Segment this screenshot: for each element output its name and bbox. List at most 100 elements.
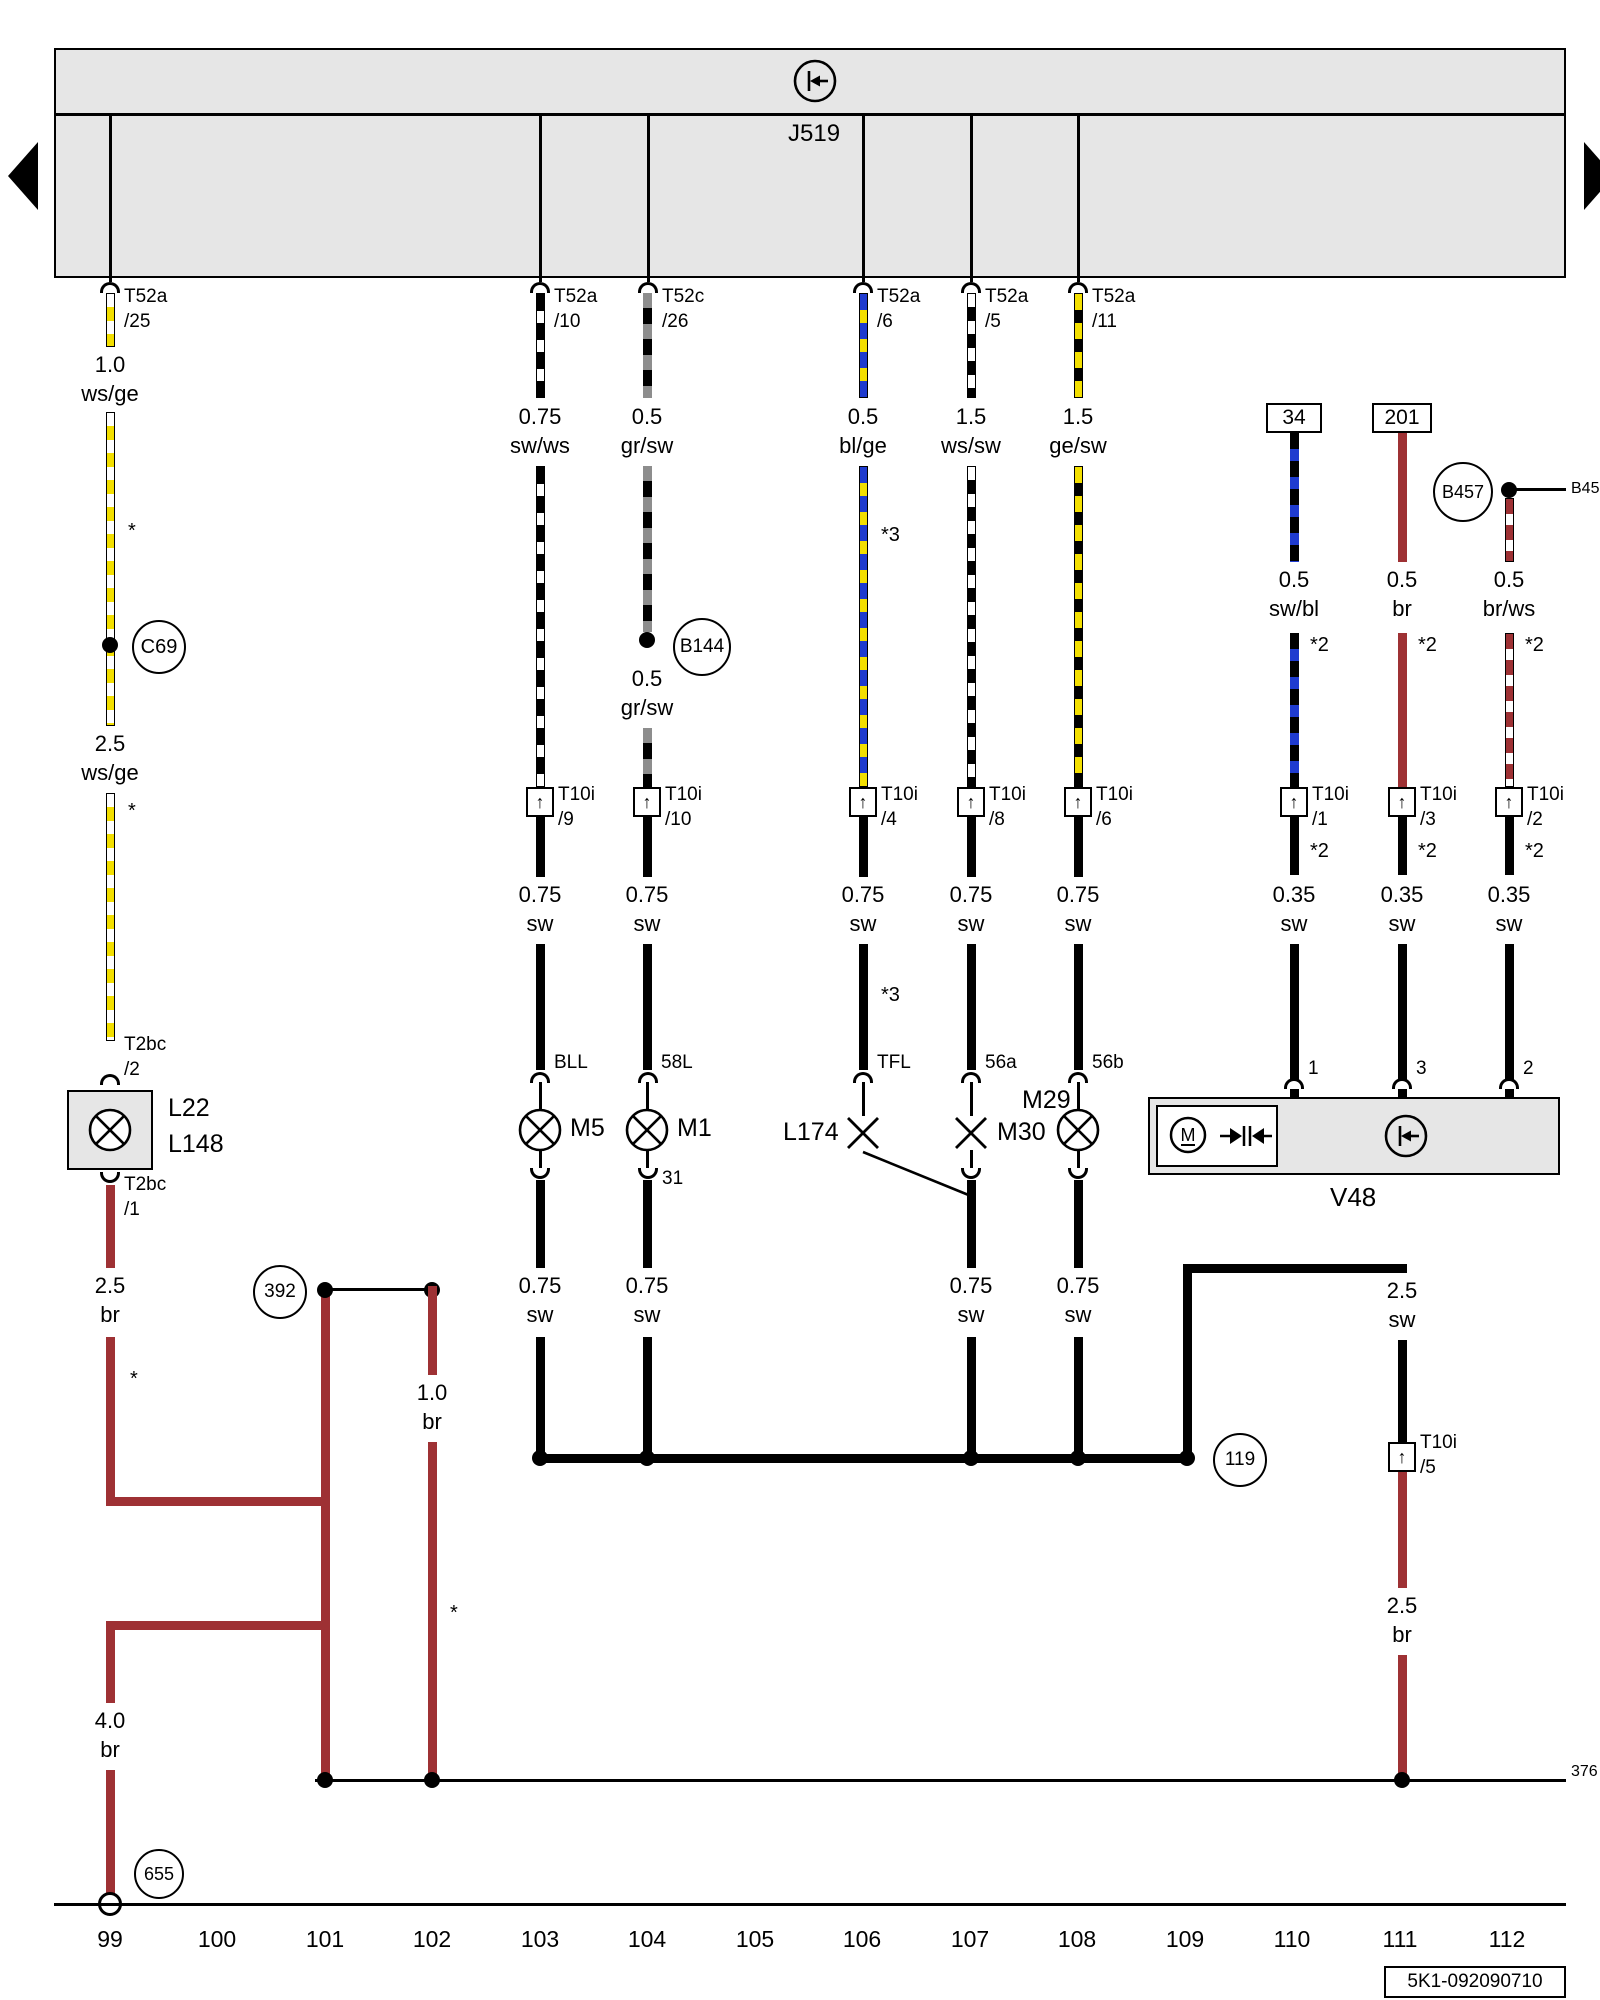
wire <box>1398 433 1407 562</box>
pin-label: 56b <box>1092 1052 1124 1073</box>
wire-gauge: 1.5 <box>955 404 987 429</box>
wire-label: 1.5 ge/sw <box>1018 402 1138 460</box>
wire-color: sw <box>1064 911 1092 936</box>
component-label: M29 <box>1022 1086 1071 1114</box>
terminal-pin: /25 <box>124 311 151 332</box>
wire-gauge: 0.5 <box>1493 567 1525 592</box>
wire-color: sw <box>1388 1307 1416 1332</box>
wire <box>1505 498 1514 562</box>
wire <box>643 1337 652 1458</box>
connector-pin: /1 <box>1312 809 1328 830</box>
wire-gauge: 0.75 <box>518 882 562 907</box>
footnote-star: * <box>130 1368 138 1390</box>
pin-label: 56a <box>985 1052 1017 1073</box>
grid-number: 105 <box>735 1926 775 1952</box>
wire-color: ge/sw <box>1049 433 1107 458</box>
wire-color: ws/ge <box>81 381 139 406</box>
wire-color: sw <box>957 1302 985 1327</box>
motor-icon: M <box>1169 1116 1207 1154</box>
wire <box>1074 944 1083 1070</box>
component-label: L174 <box>783 1118 839 1146</box>
wire-label: 0.75 sw/ws <box>480 402 600 460</box>
footnote-star: * <box>450 1602 458 1624</box>
wire-label: 0.5 br/ws <box>1449 565 1569 623</box>
wire <box>539 1082 542 1109</box>
terminal-pin: /11 <box>1092 311 1118 332</box>
connector-socket <box>1284 1078 1304 1089</box>
terminal-label: T52a /25 <box>124 284 167 334</box>
pin-label: 3 <box>1416 1058 1427 1079</box>
bulb-icon <box>1056 1108 1100 1152</box>
connector-label: T10i /1 <box>1312 782 1349 832</box>
wire <box>1505 817 1514 875</box>
wire-label: 0.35 sw <box>1449 880 1569 938</box>
connector-pin: /4 <box>881 809 897 830</box>
wire-color: sw <box>526 1302 554 1327</box>
junction-dot <box>1501 482 1517 498</box>
wire <box>106 1337 115 1506</box>
wire <box>106 412 115 726</box>
connector-socket <box>1392 1078 1412 1089</box>
terminal-name: T52a <box>985 286 1029 307</box>
wire <box>643 1180 652 1268</box>
wire-color: sw <box>849 911 877 936</box>
junction-dot <box>102 637 118 653</box>
connector-socket <box>961 282 981 293</box>
wire-color: ws/ge <box>81 760 139 785</box>
band-divider-line <box>54 113 1566 116</box>
grid-number: 102 <box>412 1926 452 1952</box>
pin-label: 1 <box>1308 1058 1319 1079</box>
connector-label: T10i /9 <box>558 782 595 832</box>
footnote-star: *2 <box>1525 840 1544 862</box>
wire-label: 0.75 sw <box>587 1271 707 1329</box>
connector-pin: /10 <box>665 809 692 830</box>
connector-name: T10i <box>1096 784 1133 805</box>
footnote-star: * <box>128 800 136 822</box>
footnote-star: *3 <box>881 524 900 546</box>
wire <box>859 944 868 1070</box>
wire-label: 1.0 ws/ge <box>50 350 170 408</box>
wire-color: sw <box>1495 911 1523 936</box>
wire-label: 0.5 br <box>1342 565 1462 623</box>
bulb-icon <box>518 1108 562 1152</box>
connector-arrow-icon: ↑ <box>1504 791 1514 812</box>
wire <box>106 1630 115 1703</box>
pin-label: TFL <box>877 1052 911 1073</box>
grid-number: 109 <box>1165 1926 1205 1952</box>
wire-label: 0.5 gr/sw <box>587 664 707 722</box>
wire <box>1183 1264 1407 1273</box>
connector-t10i: ↑ <box>1388 1442 1416 1472</box>
page-continuation-right-icon <box>1584 142 1600 210</box>
component-label: M5 <box>570 1114 605 1142</box>
wire-gauge: 0.35 <box>1272 882 1316 907</box>
wire-label: 4.0 br <box>50 1706 170 1764</box>
connector-socket <box>100 1074 120 1085</box>
wire <box>1074 466 1083 787</box>
wire <box>643 944 652 1070</box>
wire-color: sw <box>1064 1302 1092 1327</box>
junction-dot <box>424 1772 440 1788</box>
wire-gauge: 2.5 <box>94 1273 126 1298</box>
wire <box>1077 116 1080 282</box>
wire <box>321 1286 330 1784</box>
wire-label: 1.0 br <box>372 1378 492 1436</box>
pin-label: 58L <box>661 1052 693 1073</box>
wire <box>647 116 650 282</box>
wire <box>1290 817 1299 875</box>
connector-arrow-icon: ↑ <box>535 791 545 812</box>
wire <box>859 293 868 398</box>
wire-label: 2.5 ws/ge <box>50 729 170 787</box>
wire-color: br <box>1392 1622 1412 1647</box>
reference-box: 34 <box>1266 403 1322 433</box>
wire <box>643 817 652 877</box>
control-unit-icon <box>793 59 837 103</box>
grid-number: 100 <box>197 1926 237 1952</box>
terminal-pin: /2 <box>124 1059 140 1080</box>
wire-color: sw <box>957 911 985 936</box>
wire-color: sw <box>1388 911 1416 936</box>
control-unit-icon <box>1384 1114 1428 1158</box>
wire <box>643 293 652 398</box>
terminal-name: T52a <box>877 286 921 307</box>
wire <box>106 793 115 1041</box>
